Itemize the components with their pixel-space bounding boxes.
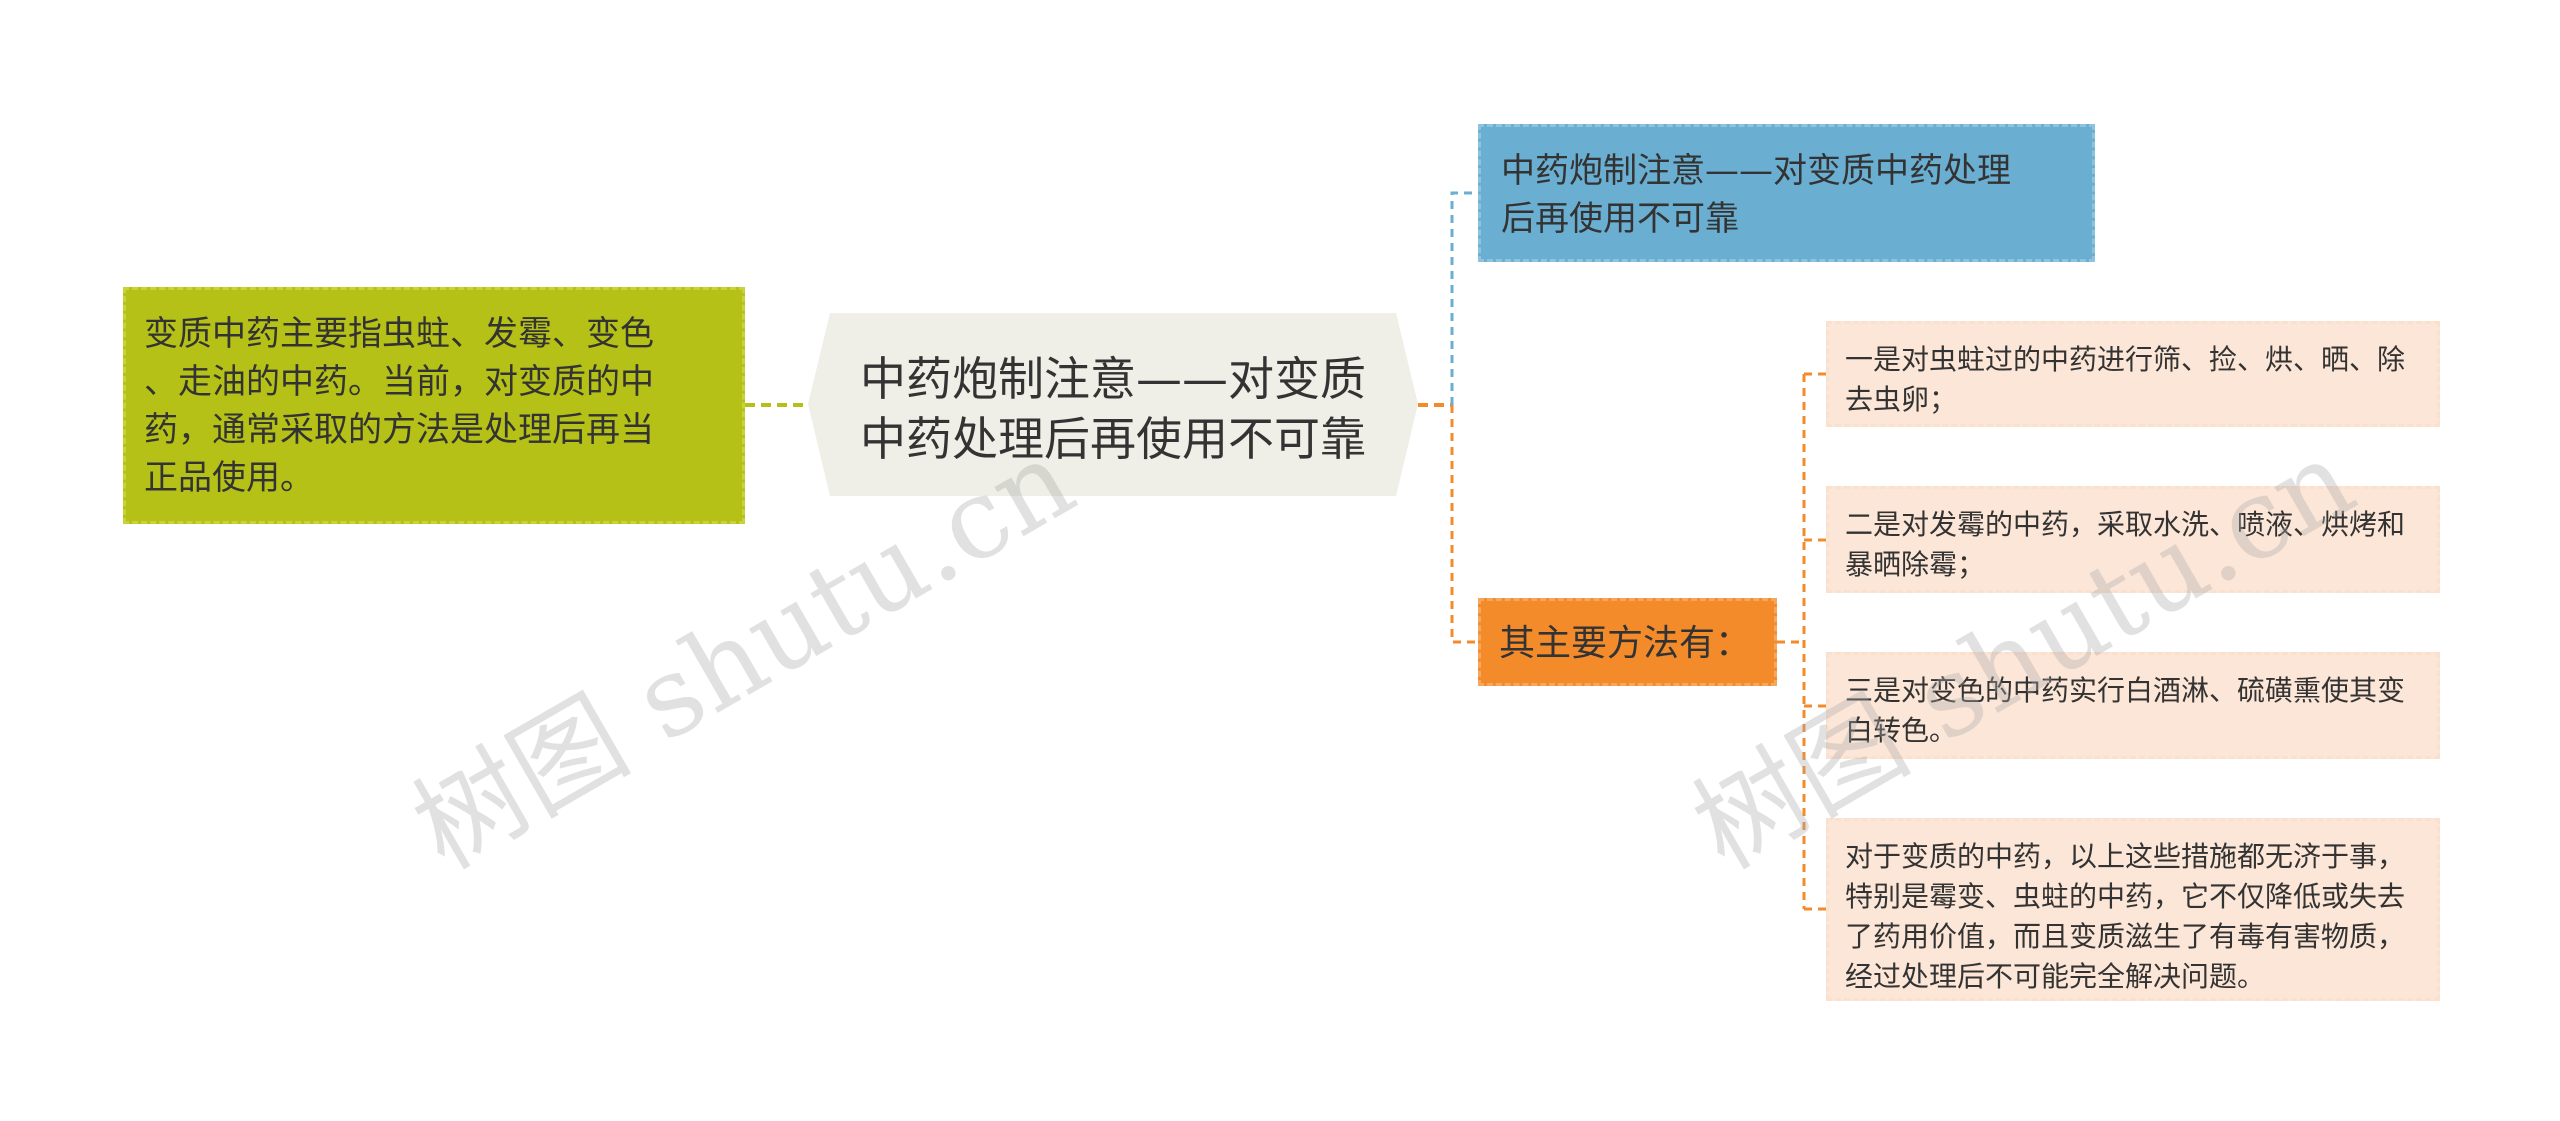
method-leaf-text: 对于变质的中药，以上这些措施都无济于事， 特别是霉变、虫蛀的中药，它不仅降低或失… xyxy=(1845,840,2406,993)
methods-topic-node[interactable]: 其主要方法有： xyxy=(1478,598,1777,686)
method-leaf-node[interactable]: 二是对发霉的中药，采取水洗、喷液、烘烤和 暴晒除霉； xyxy=(1826,486,2440,593)
title-topic-node[interactable]: 中药炮制注意——对变质中药处理 后再使用不可靠 xyxy=(1478,124,2095,262)
central-topic-shape xyxy=(808,313,1418,496)
central-topic-text: 中药炮制注意——对变质 中药处理后再使用不可靠 xyxy=(860,352,1366,466)
connector-methods xyxy=(1450,405,1478,644)
methods-topic-text: 其主要方法有： xyxy=(1499,623,1752,664)
method-leaf-text: 一是对虫蛀过的中药进行筛、捡、烘、晒、除 去虫卵； xyxy=(1845,343,2406,416)
connector-topright xyxy=(1450,191,1478,405)
method-leaf-node[interactable]: 一是对虫蛀过的中药进行筛、捡、烘、晒、除 去虫卵； xyxy=(1826,321,2440,427)
method-leaf-node[interactable]: 对于变质的中药，以上这些措施都无济于事， 特别是霉变、虫蛀的中药，它不仅降低或失… xyxy=(1826,818,2440,1001)
left-topic-node[interactable]: 变质中药主要指虫蛀、发霉、变色 、走油的中药。当前，对变质的中 药，通常采取的方… xyxy=(123,287,745,524)
method-leaf-node[interactable]: 三是对变色的中药实行白酒淋、硫磺熏使其变 白转色。 xyxy=(1826,652,2440,759)
central-topic-node[interactable]: 中药炮制注意——对变质 中药处理后再使用不可靠 xyxy=(808,313,1418,496)
method-leaf-text: 二是对发霉的中药，采取水洗、喷液、烘烤和 暴晒除霉； xyxy=(1845,508,2406,581)
left-topic-text: 变质中药主要指虫蛀、发霉、变色 、走油的中药。当前，对变质的中 药，通常采取的方… xyxy=(144,314,654,498)
method-leaf-text: 三是对变色的中药实行白酒淋、硫磺熏使其变 白转色。 xyxy=(1845,674,2406,747)
title-topic-text: 中药炮制注意——对变质中药处理 后再使用不可靠 xyxy=(1501,151,2011,239)
